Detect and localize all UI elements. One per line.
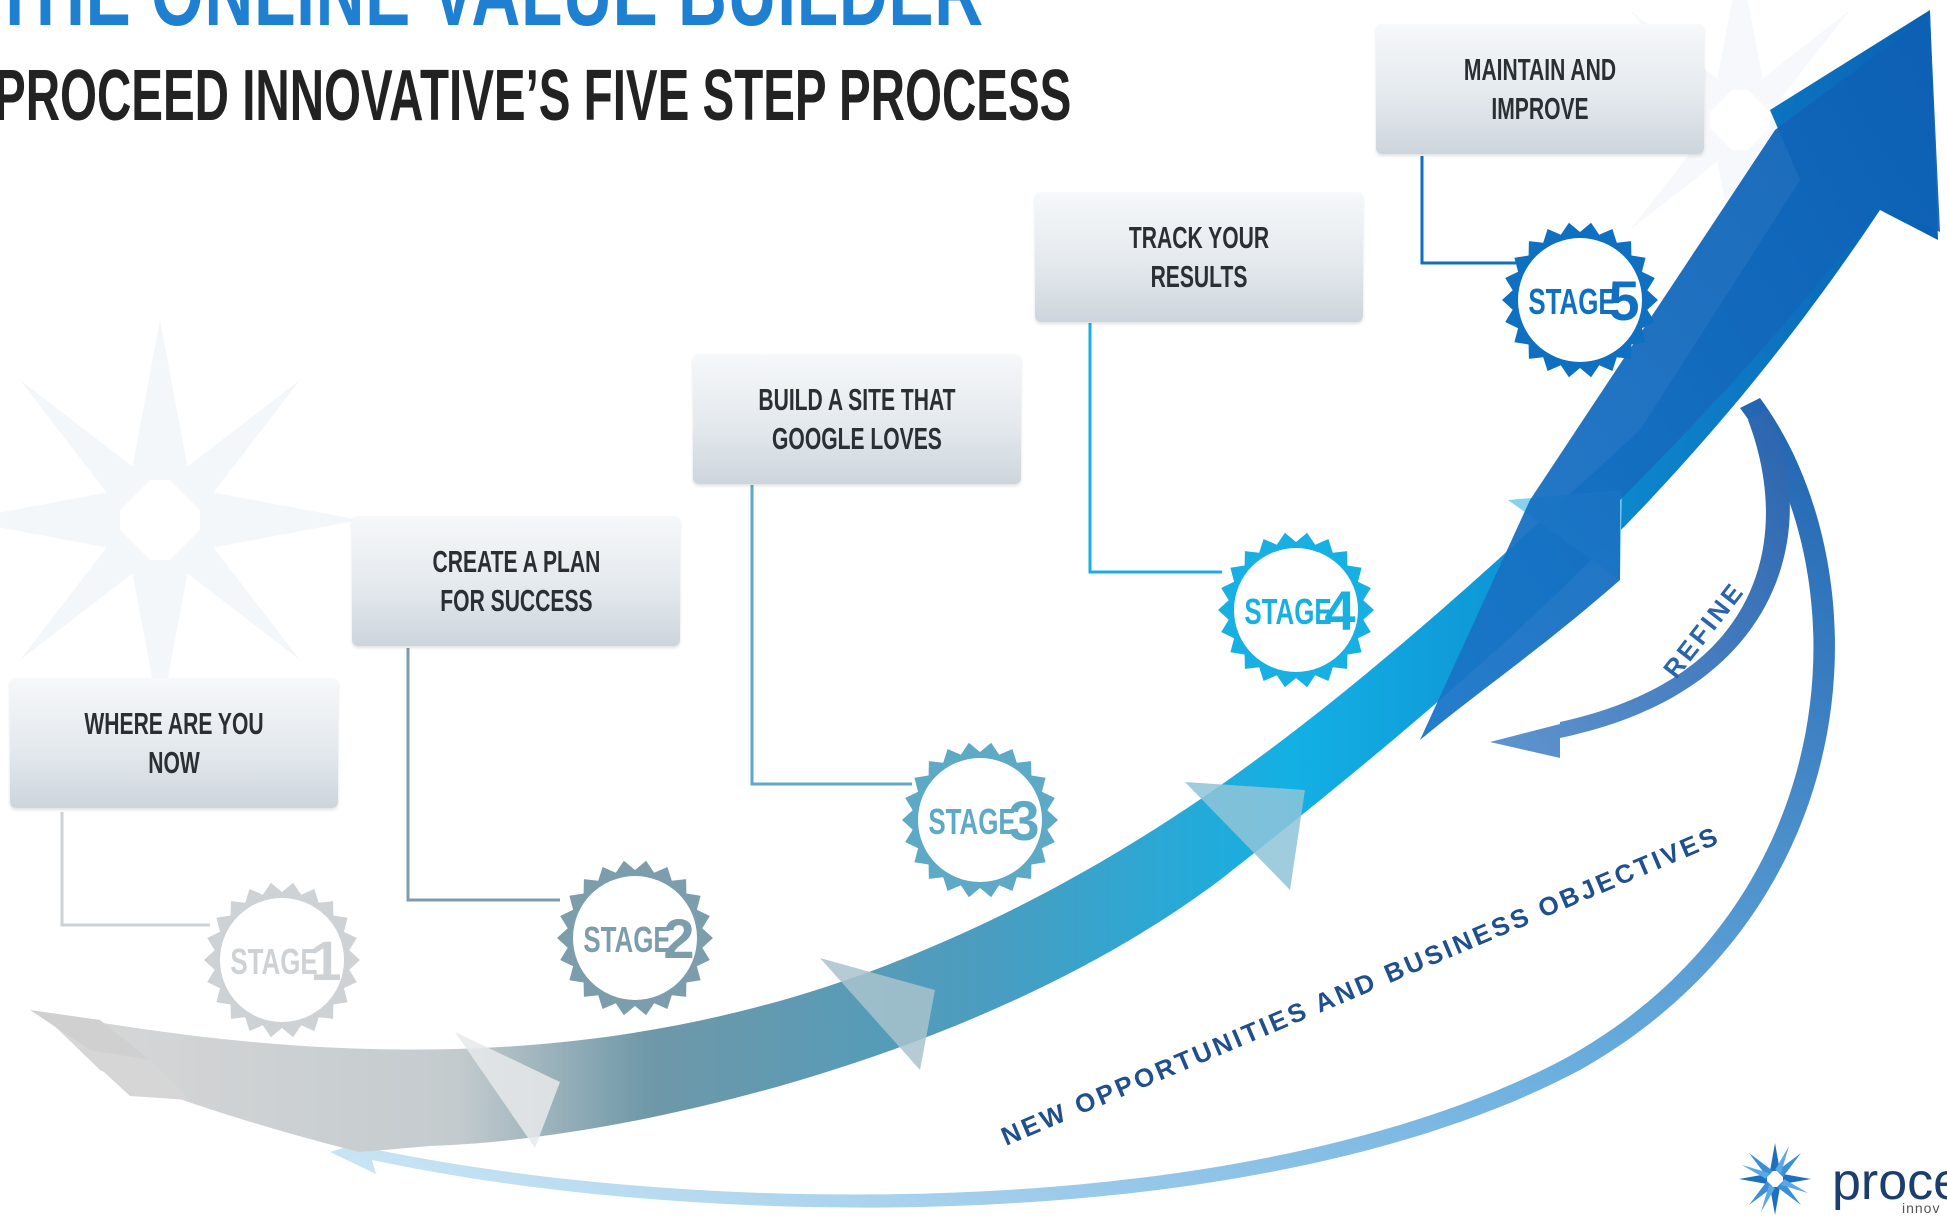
stage-word-5: STAGE	[1528, 282, 1615, 322]
arrow-head	[1420, 15, 1940, 740]
refine-arrow	[1490, 410, 1790, 758]
page-subtitle: PROCEED INNOVATIVE’S FIVE STEP PROCESS	[0, 56, 1072, 136]
growth-arrow	[30, 10, 1940, 1152]
leader-line-stage-1	[60, 812, 210, 927]
step-box-1: WHERE ARE YOU NOW	[10, 678, 338, 808]
stage-word-1: STAGE	[230, 942, 317, 982]
arrow-tail-chevron-1	[30, 1010, 150, 1060]
stage-word-3: STAGE	[928, 802, 1015, 842]
step-label-5: MAINTAIN AND IMPROVE	[1463, 52, 1617, 126]
page-title: THE ONLINE VALUE BUILDER	[0, 0, 984, 40]
arrow-chevron-3	[1185, 782, 1305, 890]
stage-badge-center	[1518, 238, 1642, 362]
stage-badge-center	[220, 898, 344, 1022]
step-label-2: CREATE A PLAN FOR SUCCESS	[432, 544, 600, 618]
stage-number-1: 1	[310, 929, 341, 992]
leader-line-stage-2	[406, 648, 560, 902]
arrow-chevron-1	[455, 1032, 560, 1148]
step-box-3: BUILD A SITE THAT GOOGLE LOVES	[693, 354, 1021, 484]
leader-line-stage-3	[750, 485, 912, 786]
stage-number-4: 4	[1324, 579, 1355, 642]
stage-word-4: STAGE	[1244, 592, 1331, 632]
step-box-5: MAINTAIN AND IMPROVE	[1376, 24, 1704, 154]
leader-line-stage-4	[1088, 323, 1222, 574]
logo-wordmark: procee	[1832, 1153, 1947, 1211]
stage-badge-center	[1234, 548, 1358, 672]
stage-badge-center	[573, 876, 697, 1000]
arrow-tail-chevron-2	[80, 1050, 190, 1100]
leader-lines	[60, 156, 1516, 927]
arrow-chevron-2	[820, 958, 935, 1070]
stage-number-2: 2	[663, 907, 694, 970]
step-label-1: WHERE ARE YOU NOW	[84, 706, 264, 780]
logo-subword: innov	[1902, 1200, 1941, 1216]
step-box-4: TRACK YOUR RESULTS	[1035, 192, 1363, 322]
feedback-loops	[330, 398, 1835, 1208]
stage-word-2: STAGE	[583, 920, 670, 960]
stage-number-3: 3	[1008, 789, 1039, 852]
starburst-logo-icon	[1739, 1143, 1811, 1215]
step-box-2: CREATE A PLAN FOR SUCCESS	[352, 516, 680, 646]
leader-line-stage-5	[1420, 156, 1516, 265]
proceed-logo: procee innov	[1720, 1140, 1947, 1218]
step-label-4: TRACK YOUR RESULTS	[1128, 220, 1270, 294]
step-label-3: BUILD A SITE THAT GOOGLE LOVES	[758, 382, 956, 456]
stage-badge-center	[918, 758, 1042, 882]
stage-number-5: 5	[1608, 269, 1639, 332]
